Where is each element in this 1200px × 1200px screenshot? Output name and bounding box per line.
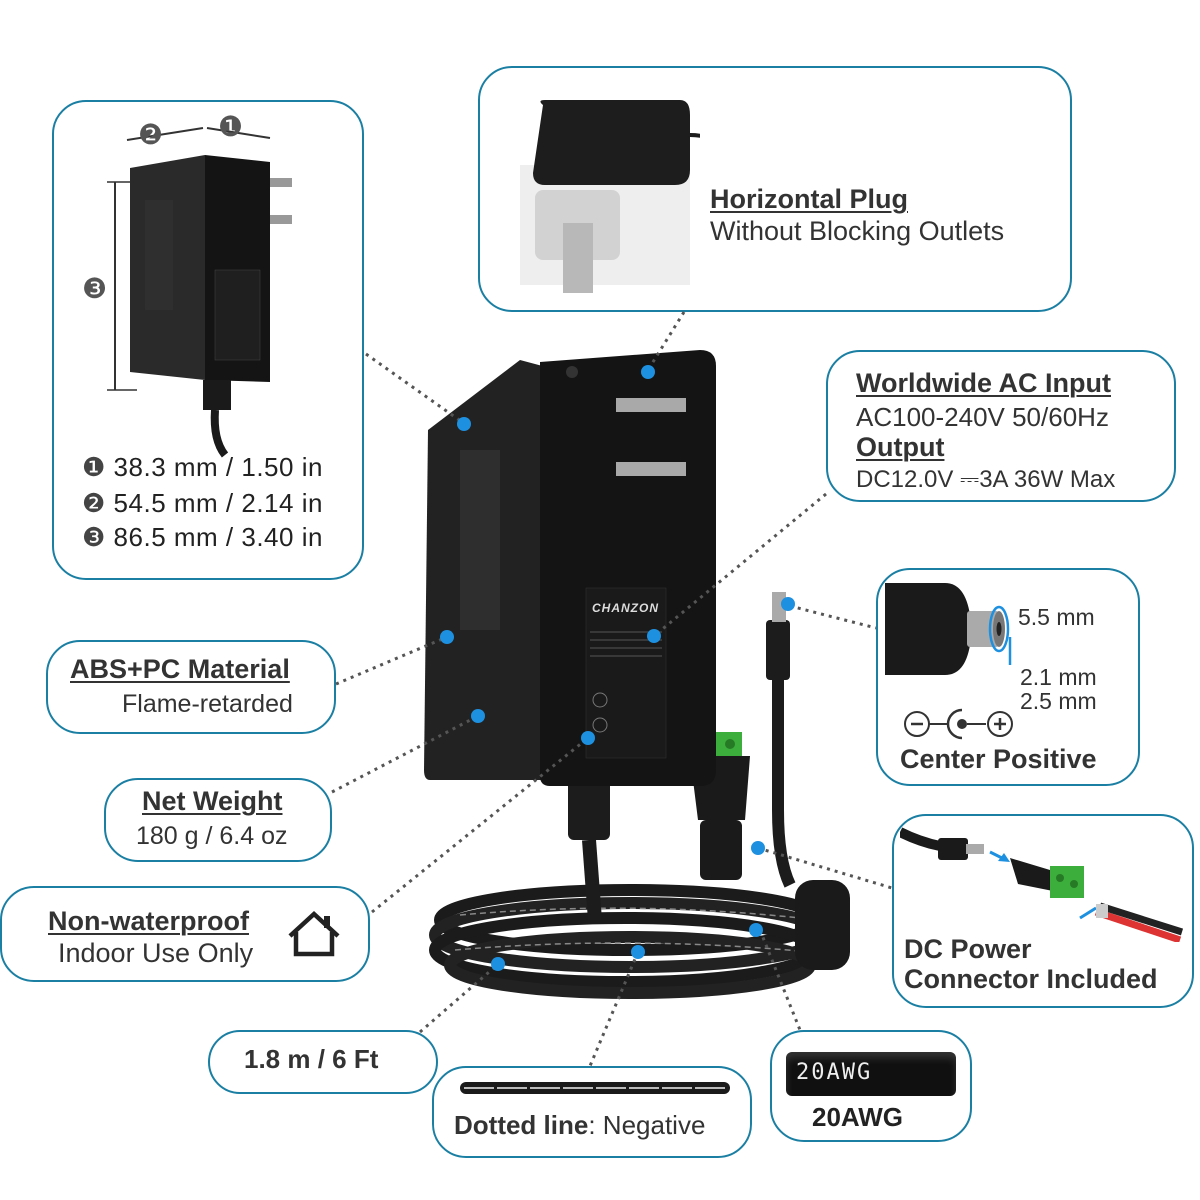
dim-label-2: ❷ — [138, 119, 164, 150]
connector-inner-diameter-2: 2.5 mm — [1020, 688, 1097, 714]
input-value: AC100-240V 50/60Hz — [856, 402, 1109, 432]
waterproof-panel — [0, 886, 370, 982]
output-title: Output — [856, 432, 945, 462]
dimension-row-2: ❷ 54.5 mm / 2.14 in — [82, 488, 323, 519]
barrel-connector-image — [885, 583, 1012, 675]
polarity-label: Center Positive — [900, 744, 1097, 774]
dimension-value: 86.5 mm / 3.40 in — [113, 522, 323, 552]
horizontal-plug-subtitle: Without Blocking Outlets — [710, 216, 1005, 246]
horizontal-plug-image — [520, 100, 700, 293]
weight-value: 180 g / 6.4 oz — [136, 822, 288, 850]
input-output-panel — [826, 350, 1176, 502]
house-icon — [288, 910, 340, 957]
waterproof-title: Non-waterproof — [48, 906, 249, 936]
dimension-row-1: ❶ 38.3 mm / 1.50 in — [82, 452, 323, 483]
dimension-num: ❷ — [82, 488, 106, 518]
waterproof-subtitle: Indoor Use Only — [58, 938, 254, 968]
horizontal-plug-title: Horizontal Plug — [710, 184, 908, 214]
connector-inner-diameter-1: 2.1 mm — [1020, 664, 1097, 690]
material-subtitle: Flame-retarded — [122, 690, 293, 718]
brand-logo: CHANZON — [592, 601, 659, 615]
adapter-side-view-image — [107, 127, 292, 458]
dc-connector-line2: Connector Included — [904, 964, 1158, 994]
dotted-line-panel — [432, 1066, 752, 1158]
weight-panel — [104, 778, 332, 862]
dc-connector-line1: DC Power — [904, 934, 1032, 964]
dim-label-1: ❶ — [218, 111, 244, 142]
dotted-line-text: Dotted line: Negative — [454, 1110, 705, 1141]
cable-length-panel — [208, 1030, 438, 1094]
material-panel — [46, 640, 336, 734]
dimension-row-3: ❸ 86.5 mm / 3.40 in — [82, 522, 323, 553]
awg-cable-sample: 20AWG — [786, 1052, 956, 1096]
dotted-cable-sample — [460, 1082, 730, 1094]
dimension-value: 38.3 mm / 1.50 in — [113, 452, 323, 482]
output-value: DC12.0V ⎓3A 36W Max — [856, 466, 1116, 493]
cable-length-value: 1.8 m / 6 Ft — [244, 1044, 379, 1074]
dim-label-3: ❸ — [82, 273, 108, 304]
awg-cable-print: 20AWG — [796, 1060, 873, 1085]
weight-title: Net Weight — [142, 786, 283, 816]
power-adapter-image — [424, 350, 850, 999]
material-title: ABS+PC Material — [70, 654, 290, 684]
input-title: Worldwide AC Input — [856, 368, 1111, 398]
polarity-symbol-icon — [904, 708, 1013, 740]
dotted-line-bold: Dotted line — [454, 1110, 589, 1140]
dotted-line-rest: : Negative — [588, 1110, 706, 1140]
dimension-num: ❸ — [82, 522, 106, 552]
dimension-num: ❶ — [82, 452, 106, 482]
dc-connector-image — [900, 827, 1184, 942]
connector-outer-diameter: 5.5 mm — [1018, 604, 1095, 630]
dimension-value: 54.5 mm / 2.14 in — [113, 488, 323, 518]
awg-label: 20AWG — [812, 1102, 904, 1132]
